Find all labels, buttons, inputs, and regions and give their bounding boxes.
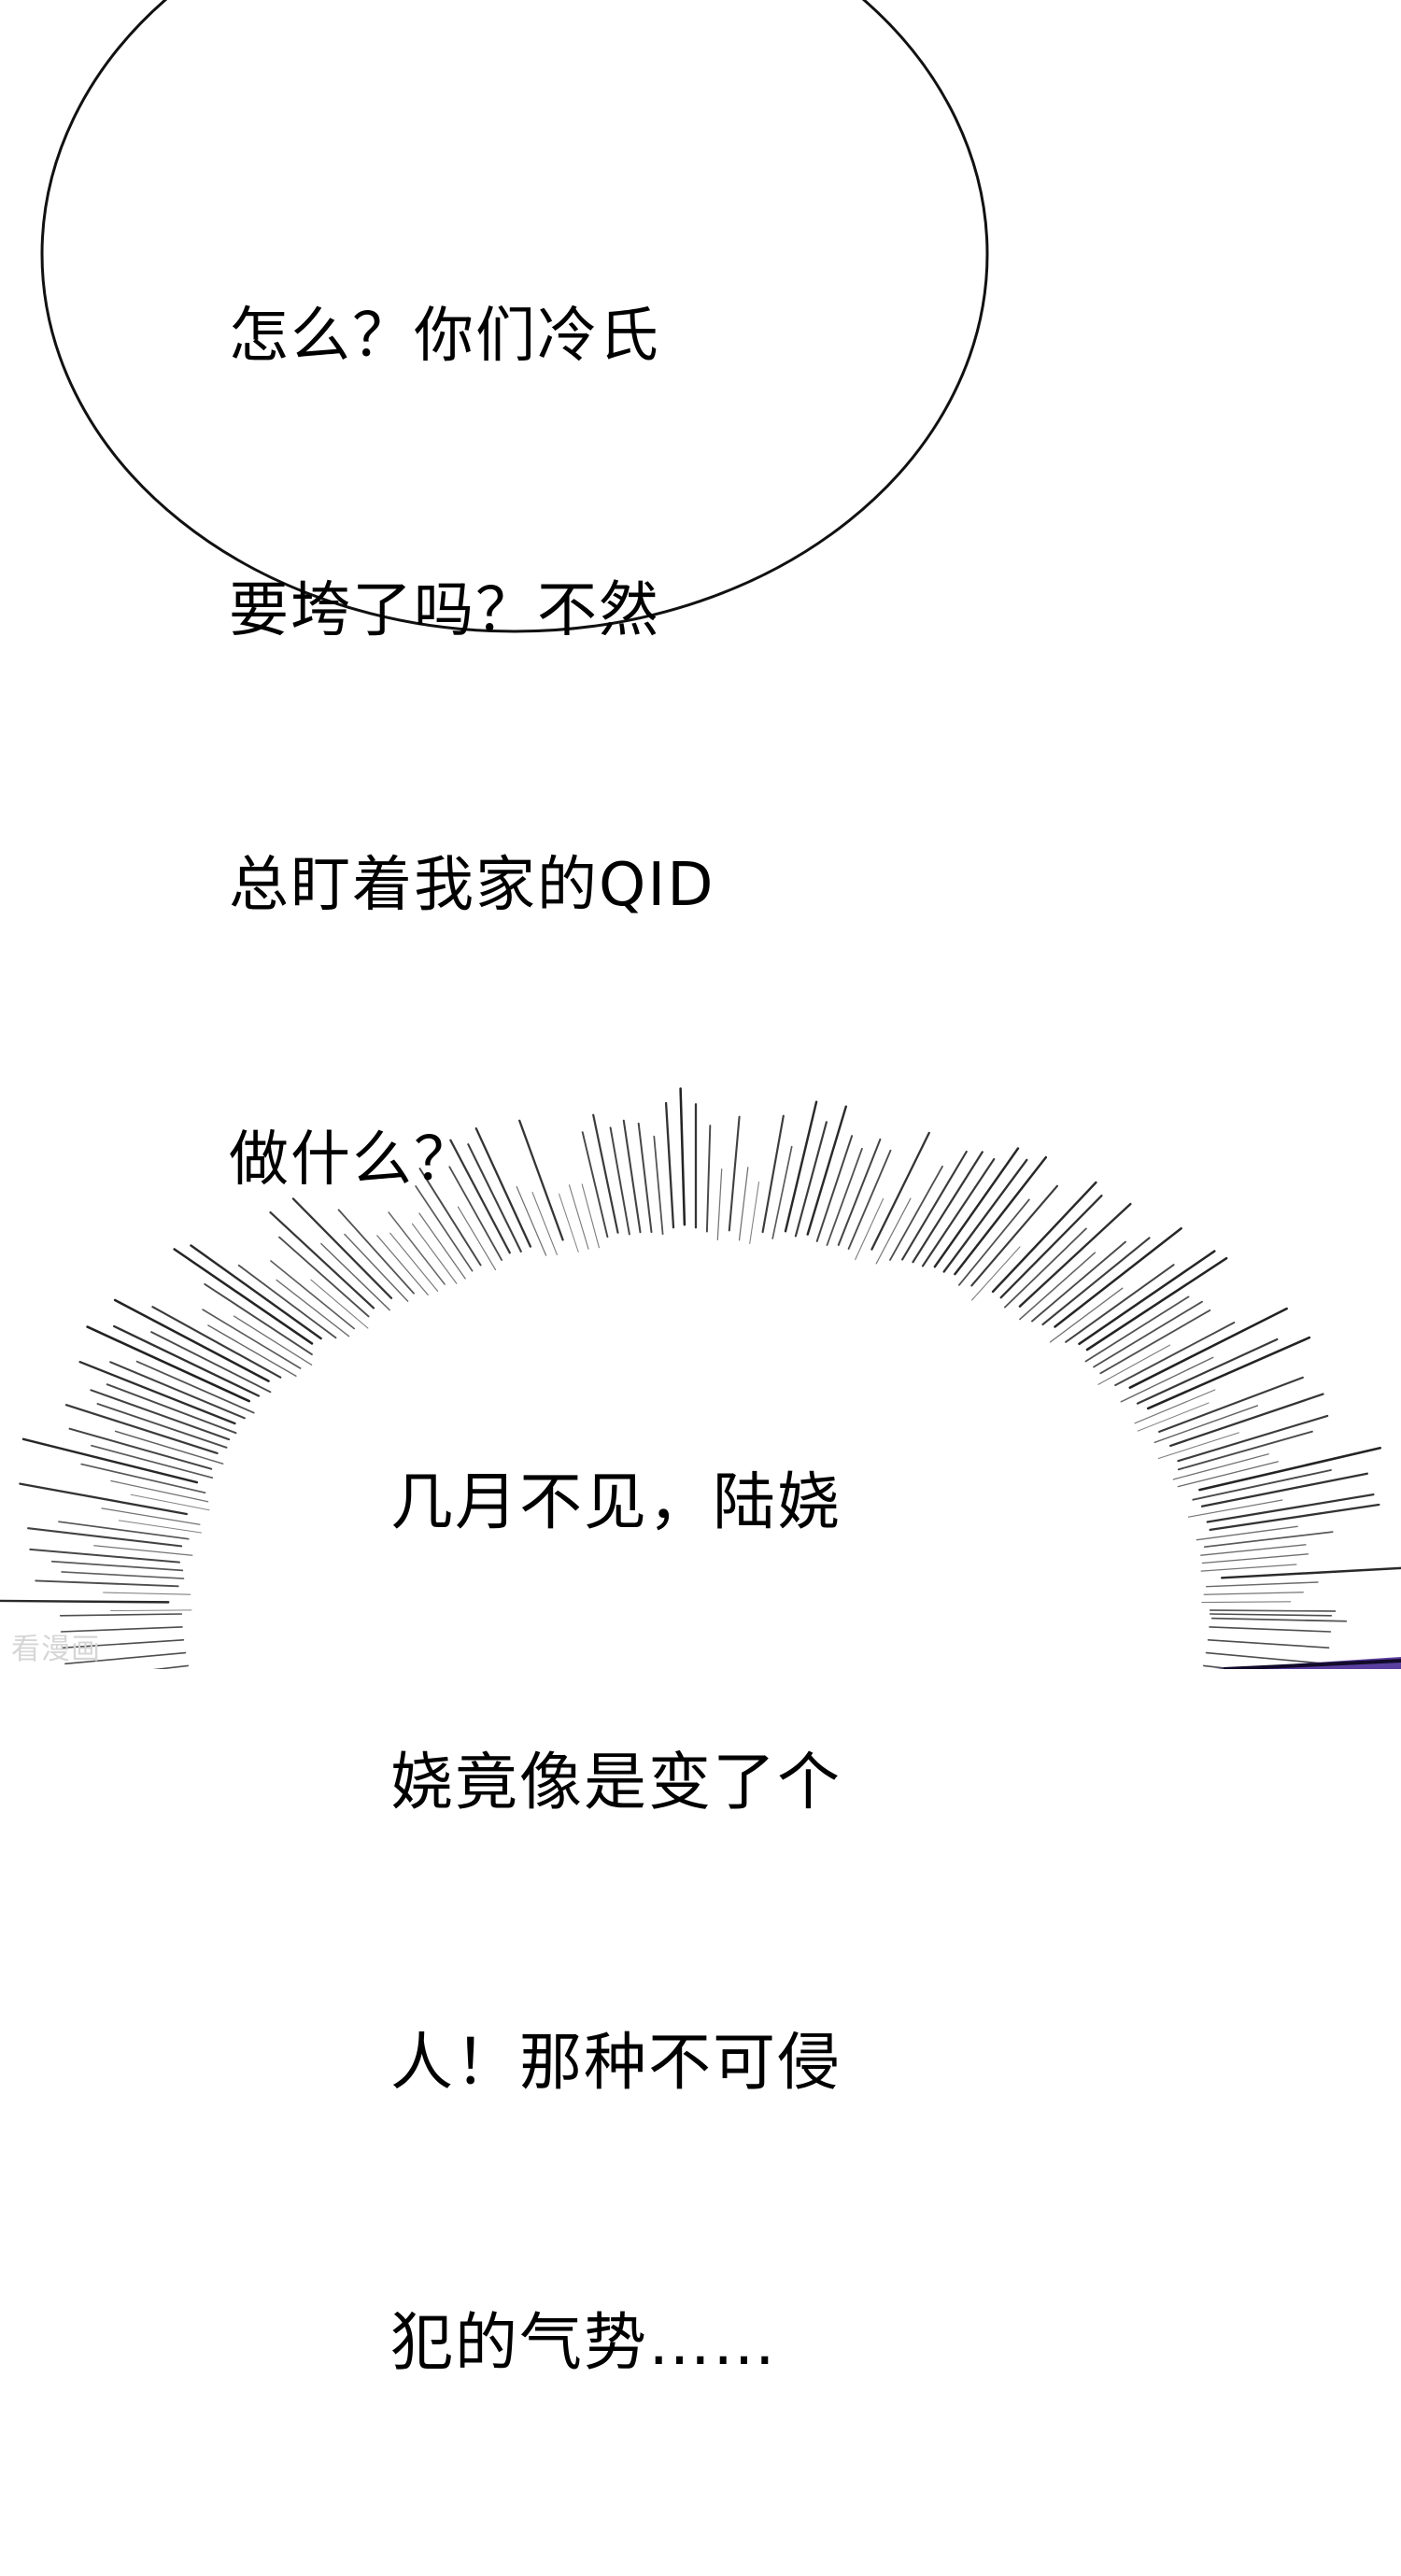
watermark-logo: 看漫画 — [11, 1633, 101, 1666]
burst-line: 娆竟像是变了个 — [390, 1746, 842, 1819]
burst-line: 人！那种不可侵 — [390, 2026, 842, 2099]
comic-panel: 怎么？你们冷氏 要垮了吗？不然 总盯着我家的QID 做什么？ 几月不见，陆娆 娆… — [0, 0, 1401, 2379]
speech-line: 要垮了吗？不然 — [229, 576, 660, 645]
burst-line: 犯的气势…… — [390, 2306, 777, 2379]
speech-line: 做什么？ — [229, 1125, 475, 1195]
speech-bubble-text: 怎么？你们冷氏 要垮了吗？不然 总盯着我家的QID 做什么？ — [229, 107, 715, 1389]
panel-artwork — [0, 0, 1401, 1669]
burst-line: 几月不见，陆娆 — [390, 1465, 842, 1538]
speech-line: 总盯着我家的QID — [229, 851, 715, 920]
burst-lines — [0, 1087, 1401, 1669]
burst-bubble-text: 几月不见，陆娆 娆竟像是变了个 人！那种不可侵 犯的气势…… — [390, 1268, 842, 2576]
speech-line: 怎么？你们冷氏 — [229, 302, 660, 371]
speech-bubble-outline — [40, 0, 989, 633]
corner-strip-edge — [1223, 1659, 1401, 1669]
